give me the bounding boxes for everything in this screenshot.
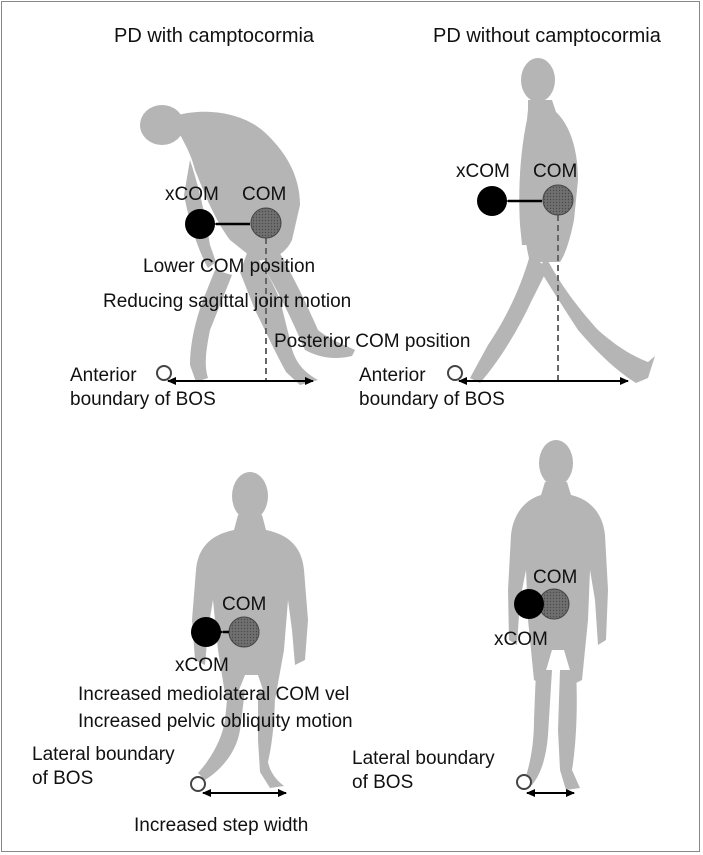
bos-boundary-marker [156,365,172,381]
bos-boundary-marker [190,776,206,792]
com-marker [250,207,282,239]
bos-label-line1: Lateral boundary [32,744,175,765]
xcom-label: xCOM [165,184,219,205]
xcom-marker [477,186,507,216]
figure-no-camptocormia-frontal: COM xCOM Lateral boundary of BOS [352,440,608,797]
panel-title-no-camptocormia: PD without camptocormia [433,25,662,47]
figure-camptocormia-frontal: COM xCOM Increased mediolateral COM vel … [32,472,353,836]
silhouette-frontal-narrow-stance [508,440,608,790]
xcom-marker [185,209,215,239]
xcom-marker [514,589,544,619]
xcom-marker [191,617,221,647]
bos-label-line2: boundary of BOS [359,389,505,410]
note-pelvic-obliquity: Increased pelvic obliquity motion [78,711,353,732]
note-lower-com: Lower COM position [143,256,315,277]
com-label: COM [222,594,266,615]
silhouette-frontal-wide-stance [192,472,308,788]
xcom-label: xCOM [494,629,548,650]
note-reducing-sagittal: Reducing sagittal joint motion [103,291,351,312]
note-posterior-com: Posterior COM position [274,331,470,352]
step-width-label: Increased step width [134,815,308,836]
bos-label-line2: of BOS [32,768,93,789]
bos-label-line1: Lateral boundary [352,748,495,769]
bos-boundary-marker [516,774,532,790]
bos-label-line1: Anterior [70,365,137,386]
bos-boundary-marker [447,365,463,381]
note-mediolateral-vel: Increased mediolateral COM vel [78,684,349,705]
bos-label-line2: boundary of BOS [70,389,216,410]
xcom-label: xCOM [175,655,229,676]
bos-label-line1: Anterior [359,365,426,386]
figure-no-camptocormia-sagittal: PD without camptocormia xCOM COM Anterio… [359,25,662,410]
bos-label-line2: of BOS [352,772,413,793]
panel-title-camptocormia: PD with camptocormia [114,25,315,47]
com-marker [542,184,574,216]
com-marker [228,616,260,648]
xcom-label: xCOM [456,161,510,182]
com-label: COM [242,184,286,205]
com-label: COM [533,161,577,182]
figure-camptocormia-sagittal: PD with camptocormia xCOM COM Lower COM … [70,25,470,410]
silhouette-upright-walker [470,58,655,383]
com-label: COM [533,567,577,588]
